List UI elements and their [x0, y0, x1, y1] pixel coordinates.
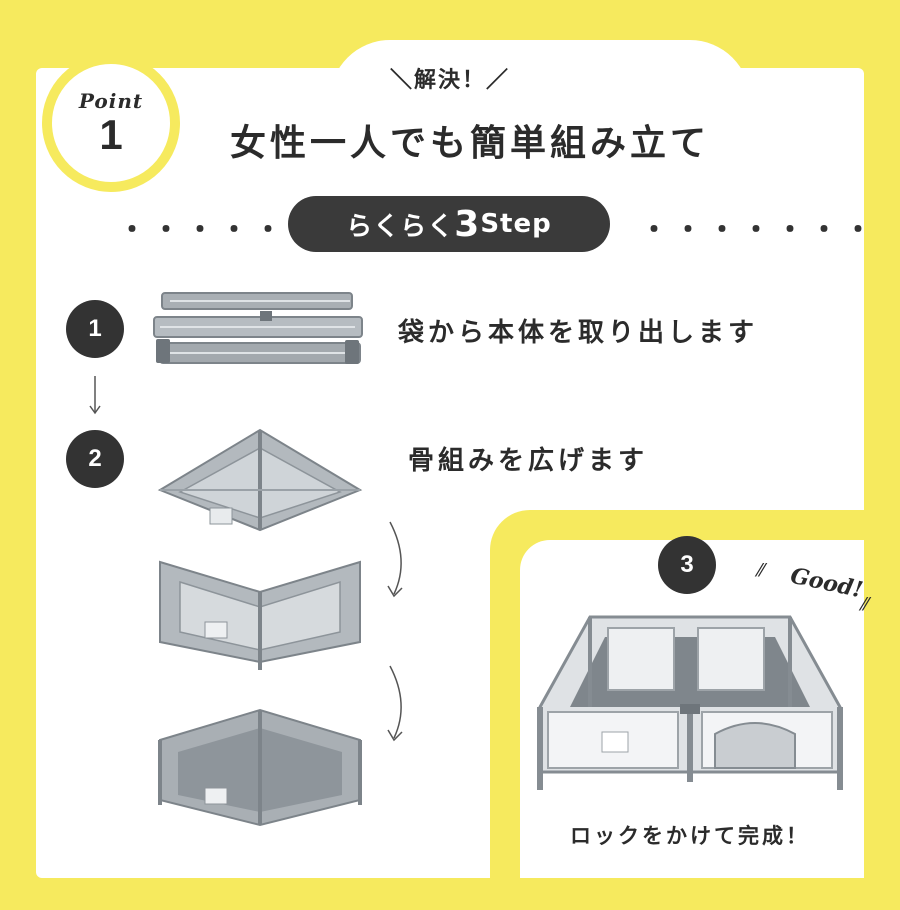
point-number: 1: [99, 111, 123, 158]
unfolding-playard-image-3: [158, 708, 362, 827]
assembled-playard-image: [537, 615, 843, 790]
step-pill-suffix: Step: [480, 209, 552, 239]
step-pill: らくらく 3 Step: [288, 196, 610, 252]
step-pill-prefix: らくらく: [346, 211, 455, 242]
sparkle-icon: ⁄⁄: [862, 594, 869, 615]
unfolding-playard-image-2: [159, 560, 361, 670]
curve-arrow-icon-2: [387, 665, 403, 742]
point-badge: Point 1: [42, 54, 180, 192]
subtitle: ＼解決！／: [389, 68, 510, 93]
step2-text: 骨組みを広げます: [408, 446, 649, 476]
point-label: Point: [78, 89, 144, 113]
step3-text: ロックをかけて完成！: [570, 824, 810, 848]
page-title: 女性一人でも簡単組み立て: [229, 123, 710, 164]
sparkle-icon: ⁄⁄: [758, 560, 765, 581]
step1-number: 1: [66, 300, 124, 358]
folded-playard-image: [153, 292, 363, 364]
step-pill-number: 3: [454, 203, 481, 245]
down-arrow-icon: [89, 376, 101, 415]
dots-right: ・・・・・・・: [640, 213, 879, 246]
step3-number: 3: [658, 536, 716, 594]
step1-text: 袋から本体を取り出します: [398, 318, 759, 348]
unfolding-playard-image-1: [157, 428, 363, 532]
title-panel: [330, 40, 750, 160]
curve-arrow-icon-1: [387, 521, 403, 598]
step2-number: 2: [66, 430, 124, 488]
